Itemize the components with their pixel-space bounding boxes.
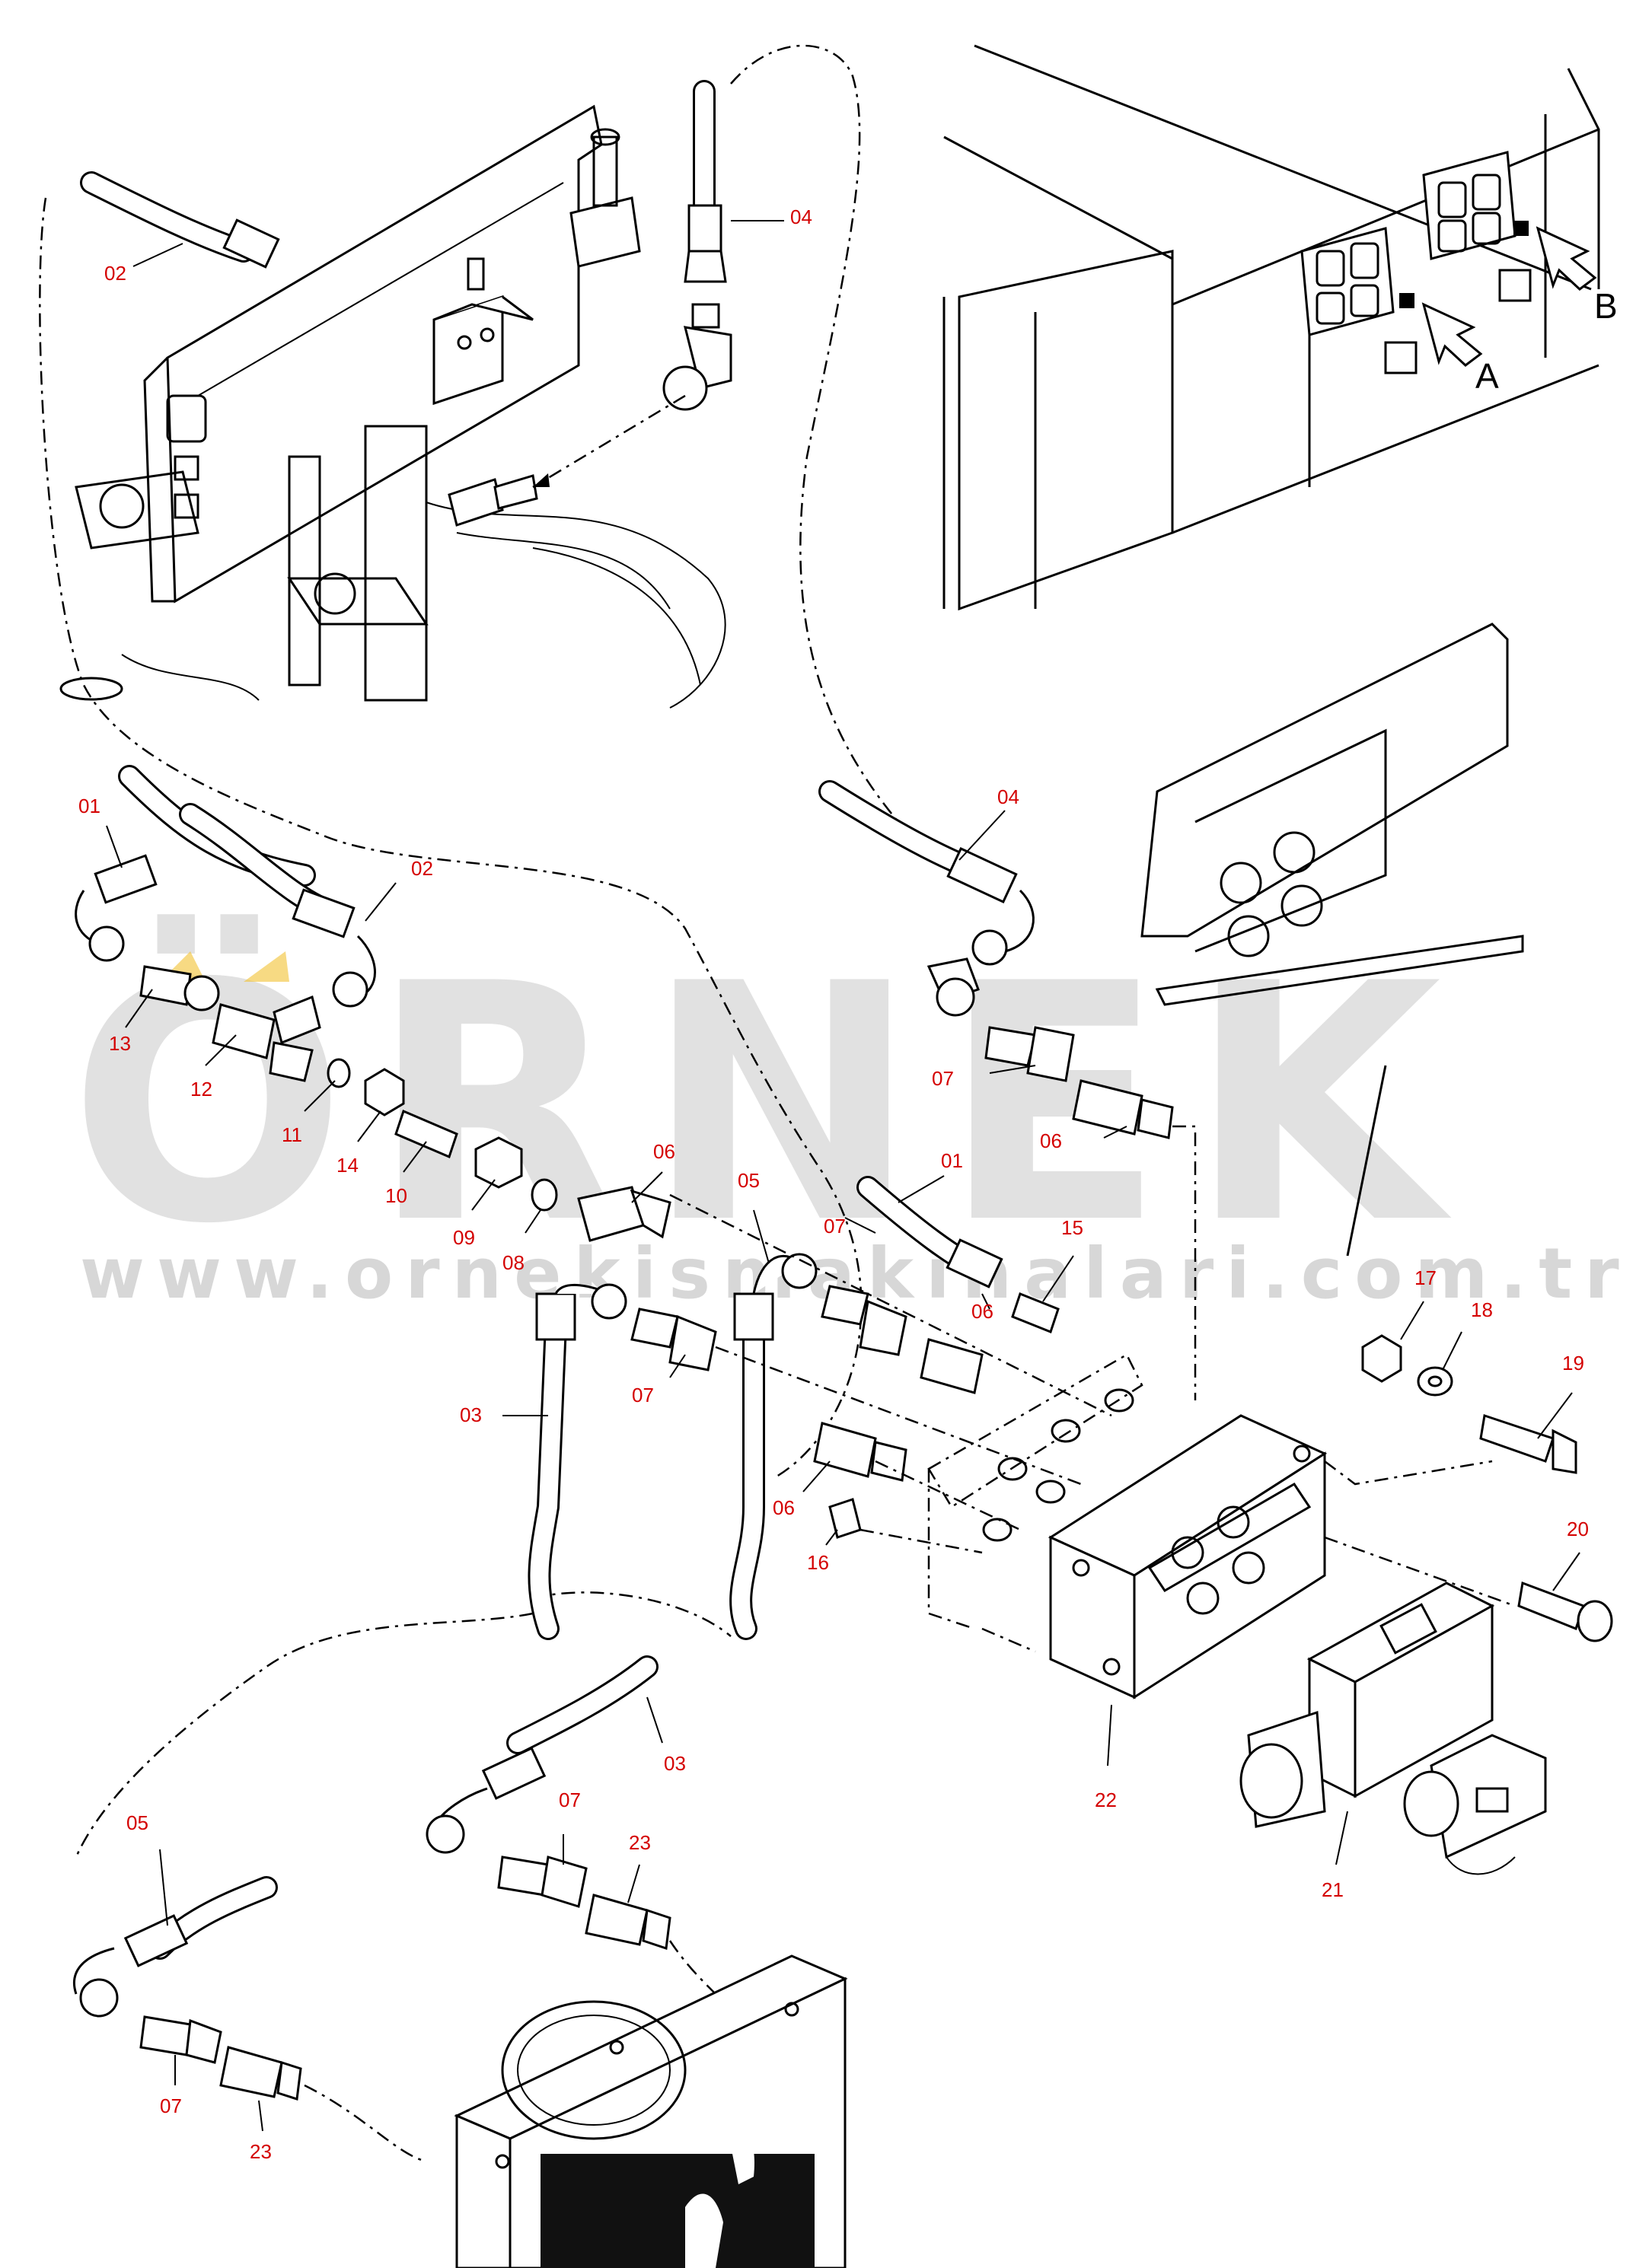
callout-18: 18	[1471, 1298, 1493, 1321]
panel-button	[1384, 341, 1418, 374]
callout-08: 08	[502, 1251, 525, 1274]
callout-19: 19	[1562, 1352, 1584, 1374]
callout-12: 12	[190, 1078, 212, 1101]
callout-labels: 02 04 A B 01 02 04 13 12 11 14 10 09 08 …	[78, 205, 1618, 2163]
callout-20: 20	[1567, 1518, 1589, 1540]
watermark-brand: ÖRNEK	[69, 911, 1464, 1295]
hardware-fasteners	[1361, 1334, 1613, 1642]
callout-03-low: 03	[664, 1752, 686, 1775]
detail-boundary-left	[39, 197, 863, 1478]
callout-06-a: 06	[653, 1140, 675, 1163]
lower-hose-assembly	[72, 1655, 716, 2163]
arrow-b-icon	[1536, 226, 1597, 291]
nut-17	[1361, 1334, 1402, 1383]
detail-boundary-top	[730, 44, 899, 823]
callout-07-low: 07	[559, 1789, 581, 1811]
control-panel-detail	[942, 44, 1600, 1257]
hose-assembly-center	[528, 1125, 1197, 1640]
solenoid-valve-21	[1239, 1582, 1547, 1875]
oil-cooler	[454, 1954, 848, 2268]
arrow-a-icon	[1421, 302, 1483, 367]
callout-23-low: 23	[629, 1831, 651, 1854]
callout-21: 21	[1322, 1878, 1344, 1901]
callout-06-right: 06	[1040, 1129, 1062, 1152]
callout-13: 13	[109, 1032, 131, 1055]
callout-06-b: 06	[971, 1300, 993, 1323]
callout-b: B	[1594, 286, 1618, 326]
callout-07-right: 07	[932, 1067, 954, 1090]
callout-02-mid: 02	[411, 857, 433, 880]
callout-07-bot: 07	[160, 2094, 182, 2117]
callout-02-top: 02	[104, 262, 126, 285]
watermark: ÖRNEK www.ornekismakinalari.com.tr	[69, 911, 1619, 1314]
callout-16: 16	[807, 1551, 829, 1574]
callout-05-low: 05	[126, 1811, 148, 1834]
callout-01-left: 01	[78, 795, 100, 817]
callout-15: 15	[1061, 1216, 1083, 1239]
callout-07-mid: 07	[824, 1215, 846, 1238]
callout-03-left: 03	[460, 1403, 482, 1426]
callout-22: 22	[1095, 1789, 1117, 1811]
callout-14: 14	[336, 1154, 359, 1177]
callout-09: 09	[453, 1226, 475, 1249]
callout-06-c: 06	[773, 1496, 795, 1519]
hose-04-top	[532, 80, 784, 489]
callout-05-mid: 05	[738, 1169, 760, 1192]
switch-block-a	[1300, 227, 1414, 336]
callout-11: 11	[282, 1123, 302, 1146]
hose-assembly-04-mid	[818, 780, 1174, 1139]
machine-frame-detail	[59, 104, 726, 709]
callout-04-top: 04	[790, 205, 812, 228]
callout-a: A	[1475, 356, 1499, 396]
panel-button	[1498, 269, 1532, 302]
mounting-plate	[1140, 623, 1509, 938]
callout-10: 10	[385, 1184, 407, 1207]
manifold-block-22	[981, 1414, 1516, 1699]
washer-18	[1417, 1366, 1453, 1397]
hose-assembly-01-02	[75, 765, 671, 1242]
callout-01-mid: 01	[941, 1149, 963, 1172]
callout-17: 17	[1414, 1266, 1437, 1289]
switch-block-b	[1422, 151, 1529, 260]
watermark-accent-right	[244, 951, 289, 982]
callout-07-left: 07	[632, 1384, 654, 1406]
callout-23-bot: 23	[250, 2140, 272, 2163]
callout-04-mid: 04	[997, 785, 1019, 808]
detail-boundary-low	[75, 1612, 534, 1858]
leader-lines	[106, 810, 1580, 2132]
bolt-20	[1517, 1581, 1585, 1630]
bolt-19	[1479, 1414, 1555, 1463]
